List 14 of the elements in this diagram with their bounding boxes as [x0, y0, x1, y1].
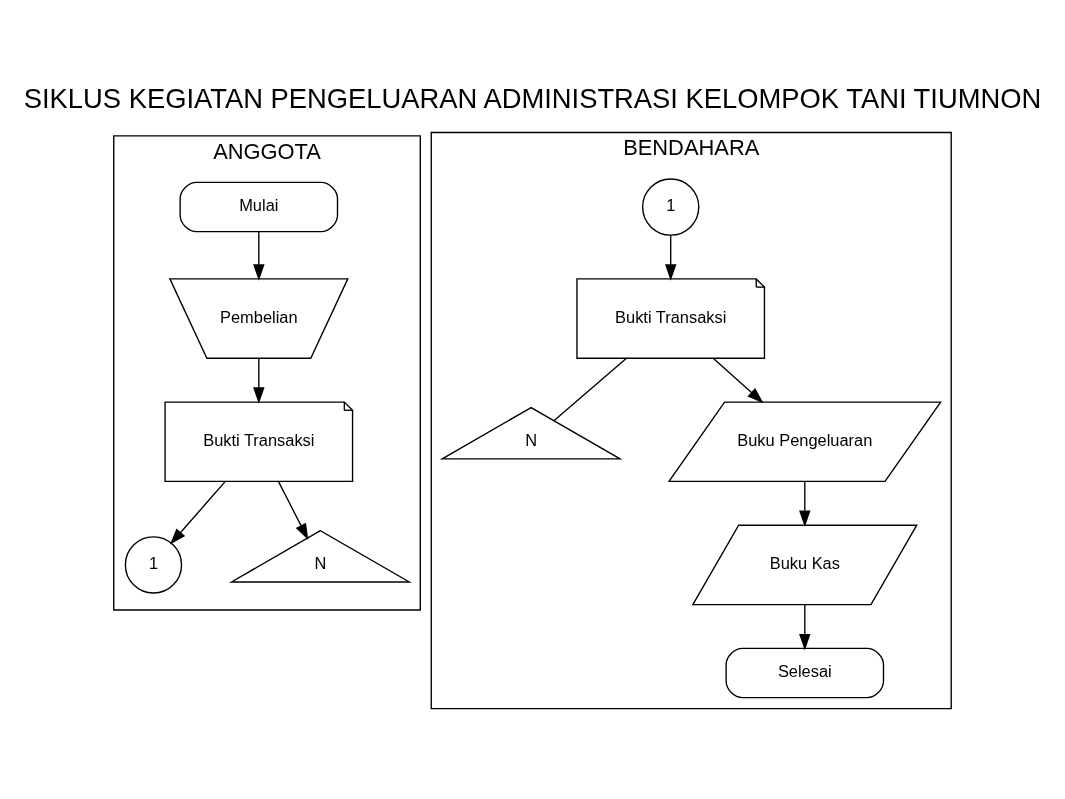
diagram-title: SIKLUS KEGIATAN PENGELUARAN ADMINISTRASI KELOMPOK TANI TIUMNON [23, 82, 1042, 114]
arrow [799, 603, 811, 650]
node-circle: 1 [641, 177, 700, 236]
arrow [712, 357, 764, 403]
arrow [253, 230, 265, 281]
connector [553, 357, 627, 421]
arrow [170, 480, 226, 545]
arrow [277, 480, 309, 540]
node-box: Selesai [725, 647, 885, 698]
arrow [664, 234, 677, 281]
node-box: Mulai [179, 181, 339, 232]
node-circle: 1 [124, 535, 183, 594]
arrow [253, 357, 265, 404]
arrow [799, 480, 811, 527]
